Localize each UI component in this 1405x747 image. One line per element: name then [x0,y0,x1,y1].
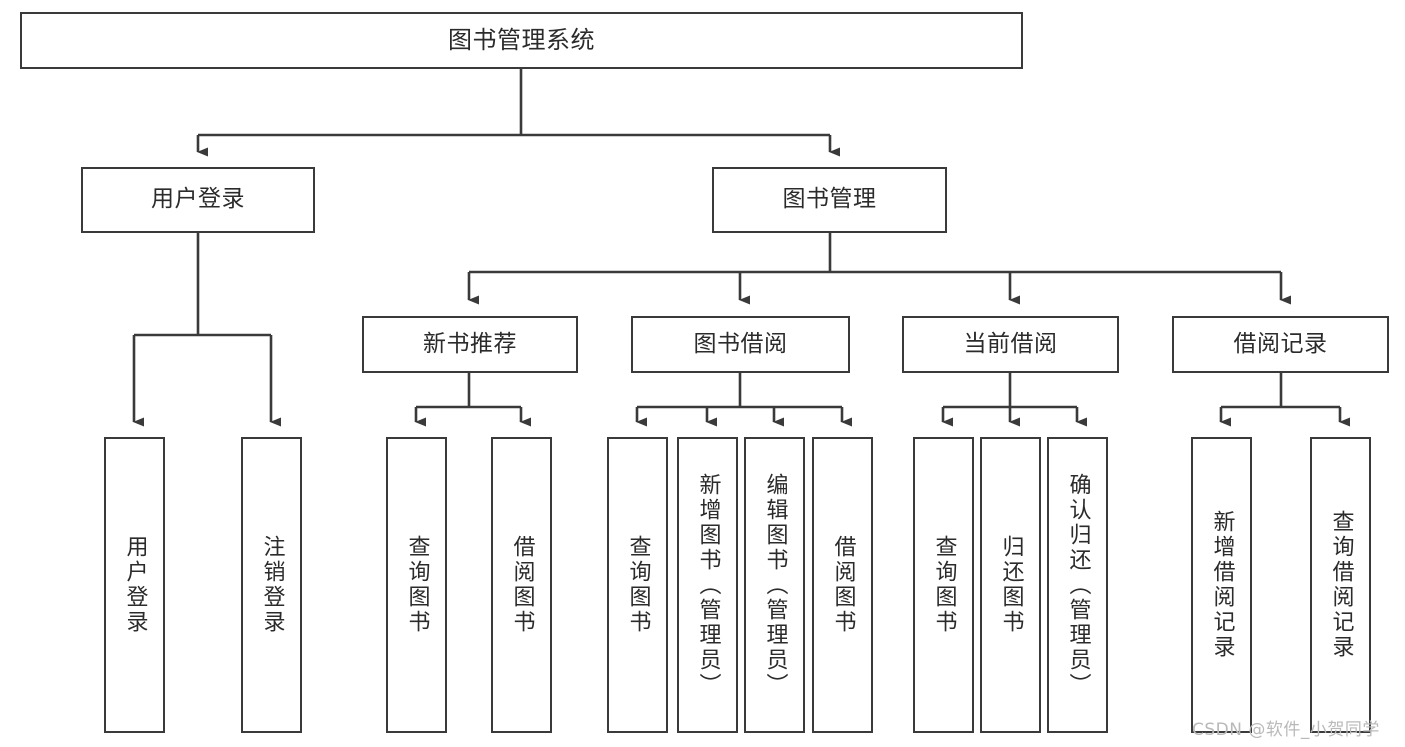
leaf-current-borrow-2[interactable]: 归还图书 [980,437,1041,733]
leaf-book-borrow-1[interactable]: 查询图书 [607,437,668,733]
node-user-login[interactable]: 用户登录 [81,167,315,233]
node-book-manage-label: 图书管理 [782,186,877,213]
watermark-text: CSDN @软件_小贺同学 [1192,720,1380,740]
leaf-book-borrow-4[interactable]: 借阅图书 [812,437,873,733]
leaf-borrow-record-1[interactable]: 新增借阅记录 [1191,437,1252,733]
node-new-book-recommend[interactable]: 新书推荐 [362,316,578,373]
node-current-borrow-label: 当前借阅 [963,330,1058,357]
node-root[interactable]: 图书管理系统 [20,12,1023,69]
leaf-new-book-2[interactable]: 借阅图书 [491,437,552,733]
node-book-borrow[interactable]: 图书借阅 [631,316,850,373]
leaf-book-borrow-4-label: 借阅图书 [830,535,856,635]
leaf-new-book-2-label: 借阅图书 [509,535,535,635]
leaf-current-borrow-3[interactable]: 确认归还（管理员） [1047,437,1108,733]
node-book-borrow-label: 图书借阅 [693,330,788,357]
leaf-borrow-record-2[interactable]: 查询借阅记录 [1310,437,1371,733]
leaf-user-login-2-label: 注销登录 [259,535,285,635]
leaf-current-borrow-1[interactable]: 查询图书 [913,437,974,733]
leaf-book-borrow-2-label: 新增图书（管理员） [695,472,721,698]
node-book-manage[interactable]: 图书管理 [712,167,947,233]
leaf-current-borrow-2-label: 归还图书 [998,535,1024,635]
leaf-book-borrow-3-label: 编辑图书（管理员） [762,472,788,698]
node-borrow-record-label: 借阅记录 [1233,330,1328,357]
leaf-book-borrow-2[interactable]: 新增图书（管理员） [677,437,738,733]
node-user-login-label: 用户登录 [151,186,245,213]
node-borrow-record[interactable]: 借阅记录 [1172,316,1389,373]
leaf-borrow-record-1-label: 新增借阅记录 [1209,510,1235,660]
leaf-user-login-1-label: 用户登录 [122,535,148,635]
leaf-new-book-1-label: 查询图书 [404,535,430,635]
leaf-new-book-1[interactable]: 查询图书 [386,437,447,733]
leaf-book-borrow-1-label: 查询图书 [625,535,651,635]
leaf-borrow-record-2-label: 查询借阅记录 [1328,510,1354,660]
leaf-book-borrow-3[interactable]: 编辑图书（管理员） [744,437,805,733]
leaf-current-borrow-1-label: 查询图书 [931,535,957,635]
node-root-label: 图书管理系统 [448,26,595,55]
node-new-book-recommend-label: 新书推荐 [423,330,517,357]
leaf-user-login-1[interactable]: 用户登录 [104,437,165,733]
leaf-user-login-2[interactable]: 注销登录 [241,437,302,733]
leaf-current-borrow-3-label: 确认归还（管理员） [1065,472,1091,698]
node-current-borrow[interactable]: 当前借阅 [902,316,1119,373]
